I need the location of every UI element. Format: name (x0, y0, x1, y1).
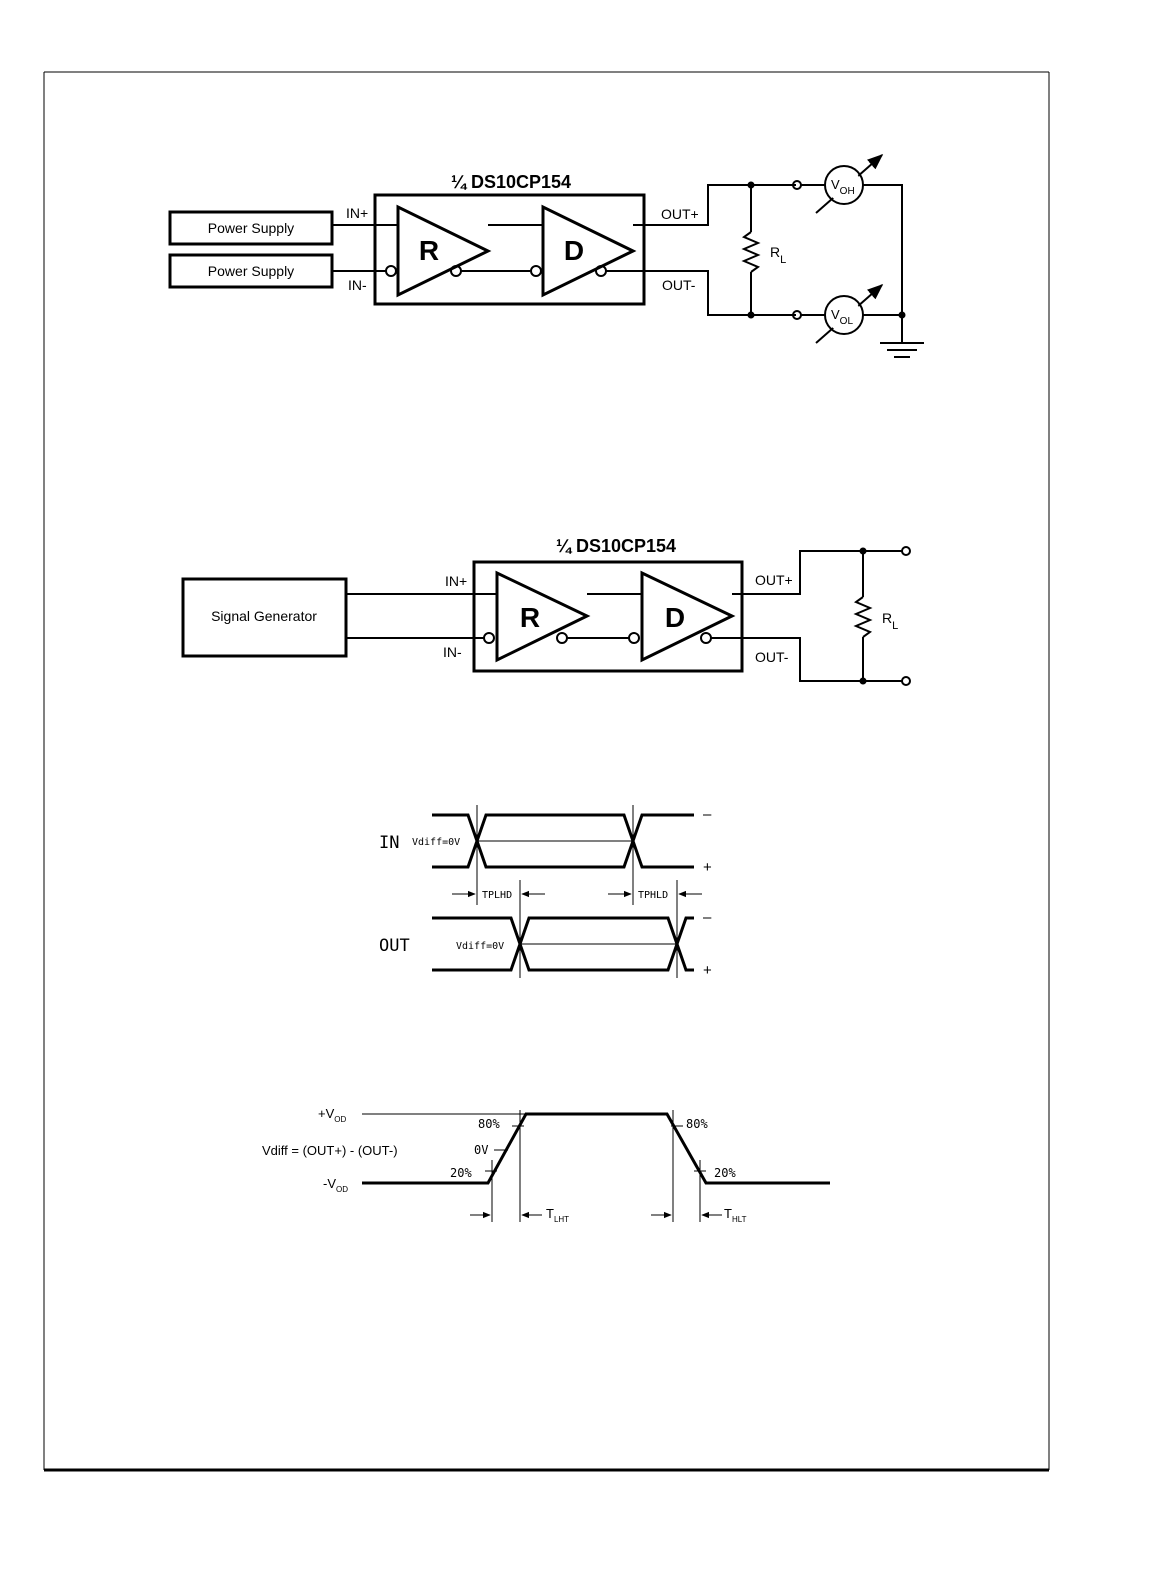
resistor-sub-1: L (780, 254, 786, 266)
power-supply-bottom: Power Supply (170, 255, 332, 287)
driver-label-1: D (564, 235, 584, 266)
in-minus-label-1: IN- (348, 277, 367, 293)
signal-generator-label: Signal Generator (211, 608, 317, 624)
out-vdiff-label: Vdiff=0V (456, 941, 504, 952)
output-terminal-top (902, 547, 910, 555)
plus-vod-sub: OD (334, 1115, 346, 1124)
thlt-label: T (724, 1206, 732, 1221)
meter-voh-sub: OH (840, 186, 855, 197)
power-supply-bottom-label: Power Supply (208, 263, 294, 279)
out-plus-label-2: OUT+ (755, 572, 793, 588)
tlht-sub: LHT (554, 1215, 569, 1224)
svg-text:THLT: THLT (724, 1206, 747, 1224)
svg-text:+VOD: +VOD (318, 1106, 346, 1124)
driver-label-2: D (665, 602, 685, 633)
tplhd-label: TPLHD (482, 890, 512, 901)
p0-left-label: 0V (474, 1143, 488, 1157)
minus-vod-sub: OD (336, 1185, 348, 1194)
svg-text:TLHT: TLHT (546, 1206, 569, 1224)
figure-rise-fall-waveform: +VOD Vdiff = (OUT+) - (OUT-) -VOD 80% 0V… (262, 1106, 830, 1224)
thlt-sub: HLT (732, 1215, 747, 1224)
ground-icon (880, 343, 924, 357)
out-plus-sign: + (703, 962, 712, 979)
meter-voh-label: V (831, 177, 840, 192)
in-minus-label-2: IN- (443, 644, 462, 660)
svg-text:-VOD: -VOD (323, 1176, 348, 1194)
tlht-label: T (546, 1206, 554, 1221)
device-title-2: ¼ DS10CP154 (556, 536, 676, 556)
rise-fall-waveform (362, 1114, 830, 1183)
p20-left-label: 20% (450, 1166, 472, 1180)
figure-output-voltage-test-circuit: ¼ DS10CP154 Power Supply Power Supply IN… (170, 155, 924, 357)
p20-right-label: 20% (714, 1166, 736, 1180)
svg-text:RL: RL (882, 610, 898, 632)
out-signal-label: OUT (379, 936, 410, 956)
in-minus-sign: – (703, 806, 712, 823)
out-minus-sign: – (703, 909, 712, 926)
svg-text:RL: RL (770, 244, 786, 266)
meter-vol-sub: OL (840, 316, 854, 327)
resistor-label-2: R (882, 610, 892, 626)
plus-vod-label: +V (318, 1106, 335, 1121)
tphld-label: TPHLD (638, 890, 668, 901)
in-signal-label: IN (379, 833, 399, 853)
out-minus-label-2: OUT- (755, 649, 789, 665)
resistor-label-1: R (770, 244, 780, 260)
power-supply-top: Power Supply (170, 212, 332, 244)
p80-right-label: 80% (686, 1117, 708, 1131)
device-title-1: ¼ DS10CP154 (451, 172, 571, 192)
vdiff-equation: Vdiff = (OUT+) - (OUT-) (262, 1143, 398, 1158)
in-waveform (432, 815, 694, 867)
out-minus-label-1: OUT- (662, 277, 696, 293)
load-resistor-2: RL (856, 548, 898, 685)
power-supply-top-label: Power Supply (208, 220, 294, 236)
figure-propagation-delay-waveform: IN OUT Vdiff=0V – + TPLHD TPHLD Vdiff=0V… (379, 805, 712, 979)
in-vdiff-label: Vdiff=0V (412, 837, 460, 848)
signal-generator: Signal Generator (183, 579, 346, 656)
figure-propagation-test-circuit: ¼ DS10CP154 Signal Generator IN+ IN- R D… (183, 536, 910, 685)
resistor-sub-2: L (892, 620, 898, 632)
receiver-label-2: R (520, 602, 540, 633)
load-resistor-1: RL (744, 182, 786, 319)
minus-vod-label: -V (323, 1176, 336, 1191)
p80-left-label: 80% (478, 1117, 500, 1131)
meter-vol-label: V (831, 307, 840, 322)
in-plus-label-2: IN+ (445, 573, 467, 589)
out-plus-label-1: OUT+ (661, 206, 699, 222)
device-box-2 (474, 562, 742, 671)
receiver-label-1: R (419, 235, 439, 266)
in-plus-sign: + (703, 859, 712, 876)
output-terminal-bottom (902, 677, 910, 685)
in-plus-label-1: IN+ (346, 205, 368, 221)
